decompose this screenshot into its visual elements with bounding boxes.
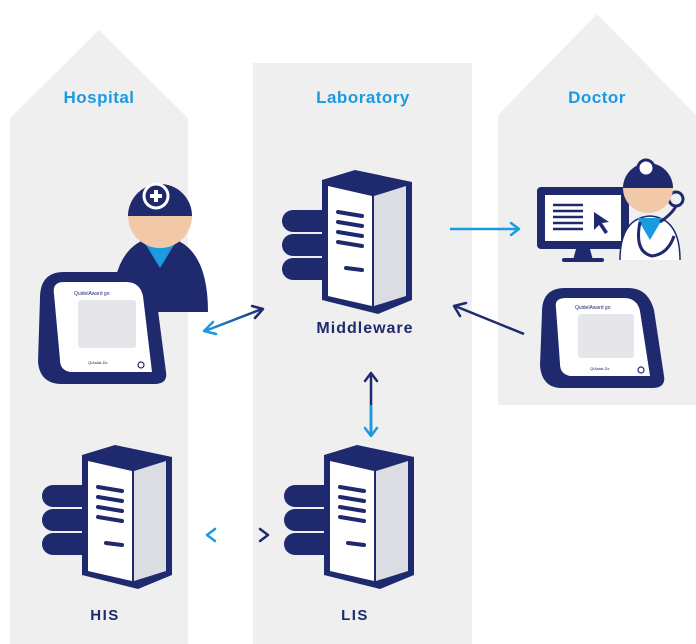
middleware-label: Middleware	[316, 320, 414, 337]
laboratory-title: Laboratory	[316, 88, 410, 107]
doctor-title: Doctor	[568, 88, 626, 107]
doctor-monitor-icon	[537, 187, 629, 262]
his-label: HIS	[90, 607, 120, 624]
hospital-doctor-icon	[112, 182, 208, 312]
arrow-middleware-doctor	[450, 221, 521, 237]
lis-server-icon	[284, 445, 414, 589]
doctor-device-icon: QuidelAward go QIAstat-Dx	[540, 288, 665, 388]
arrow-hospital-middleware	[202, 304, 265, 336]
arrow-doctor-device-middleware	[452, 301, 525, 336]
hospital-device-model: QIAstat-Dx	[88, 360, 108, 365]
hospital-device-brand: QuidelAward go	[74, 291, 110, 297]
hospital-device-icon: QuidelAward go QIAstat-Dx	[38, 272, 167, 384]
hospital-title: Hospital	[63, 88, 135, 107]
doctor-device-brand: QuidelAward go	[575, 305, 611, 311]
arrow-middleware-lis	[363, 371, 379, 438]
middleware-server-icon	[282, 170, 412, 314]
lis-label: LIS	[341, 607, 369, 624]
his-server-icon	[42, 445, 172, 589]
doctor-device-model: QIAstat-Dx	[590, 366, 610, 371]
arrow-his-lis	[205, 527, 270, 543]
doctor-person-icon	[619, 158, 685, 261]
